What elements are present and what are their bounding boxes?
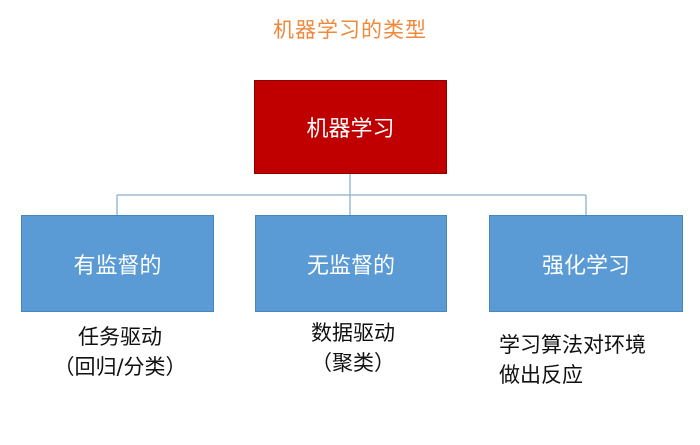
description-supervised-line-2: （回归/分类） <box>53 355 187 379</box>
child-node-unsupervised-label: 无监督的 <box>306 253 395 279</box>
child-node-unsupervised: 无监督的 <box>255 215 447 312</box>
description-unsupervised-line-1: 数据驱动 <box>311 321 395 345</box>
description-reinforcement-line-1: 学习算法对环境 <box>499 333 646 357</box>
description-supervised: 任务驱动 （回归/分类） <box>30 322 210 382</box>
root-node: 机器学习 <box>254 80 447 174</box>
description-unsupervised: 数据驱动 （聚类） <box>268 318 438 378</box>
description-reinforcement: 学习算法对环境 做出反应 <box>499 330 679 390</box>
diagram-title: 机器学习的类型 <box>273 18 427 42</box>
description-unsupervised-line-2: （聚类） <box>311 351 395 375</box>
child-node-supervised-label: 有监督的 <box>73 253 162 279</box>
child-node-reinforcement: 强化学习 <box>489 215 683 312</box>
child-node-supervised: 有监督的 <box>21 215 214 312</box>
description-supervised-line-1: 任务驱动 <box>78 325 162 349</box>
child-node-reinforcement-label: 强化学习 <box>541 253 630 279</box>
description-reinforcement-line-2: 做出反应 <box>499 363 583 387</box>
root-node-label: 机器学习 <box>306 117 395 142</box>
